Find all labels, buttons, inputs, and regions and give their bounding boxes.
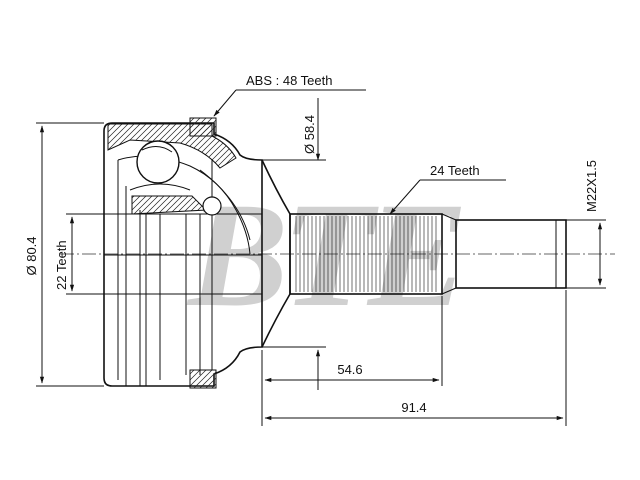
dimension-body-diameter: Ø 80.4 — [24, 122, 104, 387]
shaft-length-label: 54.6 — [337, 362, 362, 377]
dimension-overall-length: 91.4 — [264, 290, 567, 426]
abs-teeth-label: ABS : 48 Teeth — [246, 73, 333, 88]
ball-bearing — [131, 140, 222, 216]
inner-teeth-label: 22 Teeth — [54, 240, 69, 290]
dimension-shaft-length: 54.6 — [261, 296, 443, 426]
spline-teeth-label: 24 Teeth — [430, 163, 480, 178]
outer-diameter-value: Ø 58.4 — [302, 115, 317, 154]
spline-callout: 24 Teeth — [389, 163, 506, 215]
dimension-outer-diameter: Ø 58.4 — [262, 98, 326, 390]
body-diameter-label: Ø 80.4 — [24, 236, 39, 275]
dimension-thread: M22X1.5 — [566, 160, 606, 289]
overall-length-label: 91.4 — [401, 400, 426, 415]
thread-label: M22X1.5 — [584, 160, 599, 212]
abs-callout: ABS : 48 Teeth — [213, 73, 366, 117]
dimension-inner-teeth: 22 Teeth — [54, 213, 140, 295]
splined-shaft — [261, 159, 567, 348]
spline-lines — [295, 216, 437, 292]
